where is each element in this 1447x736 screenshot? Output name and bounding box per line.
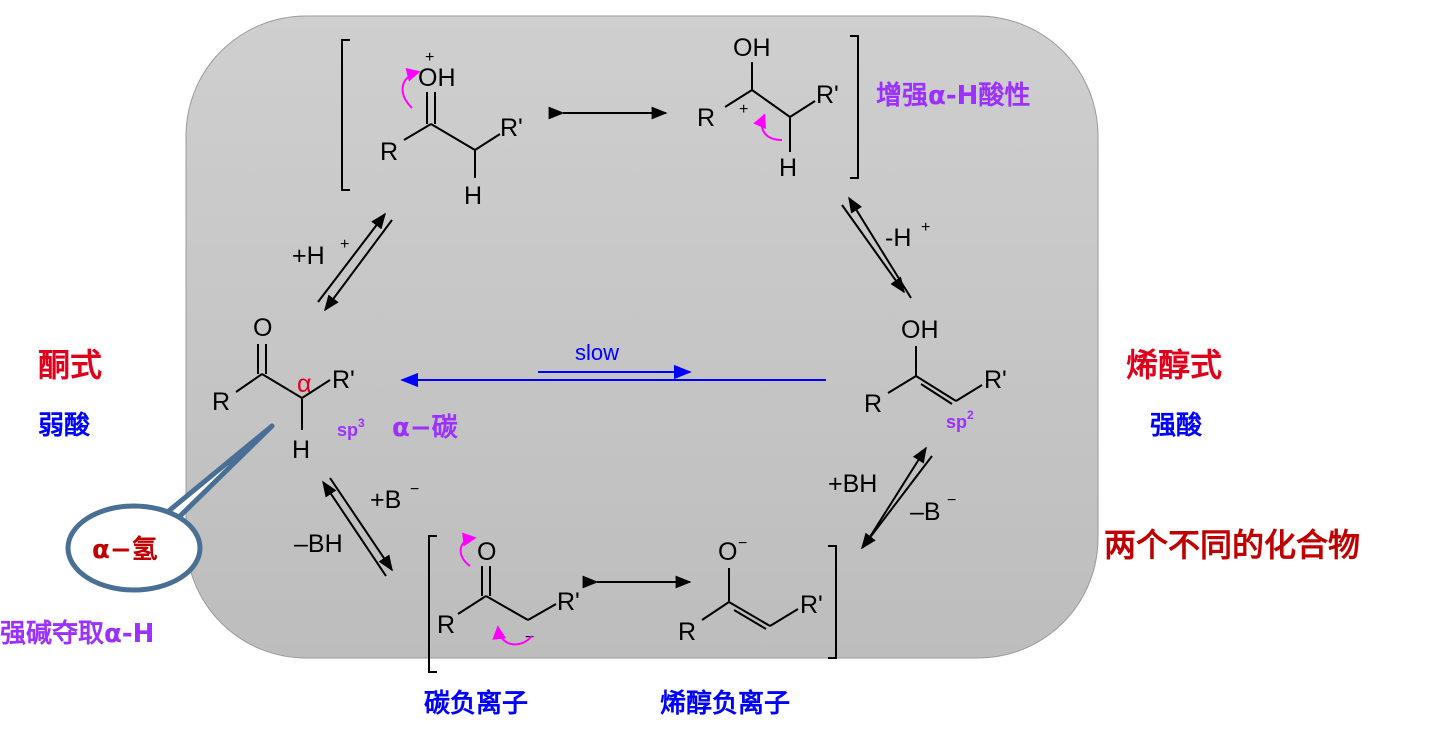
curved-arrow-icon bbox=[401, 67, 421, 109]
slow-label: slow bbox=[575, 340, 619, 365]
svg-text:R': R' bbox=[332, 366, 355, 394]
curved-arrow-icon bbox=[753, 113, 783, 141]
svg-text:R: R bbox=[697, 104, 715, 132]
svg-text:R': R' bbox=[500, 114, 523, 142]
svg-text:O: O bbox=[477, 538, 496, 566]
two-compounds-label: 两个不同的化合物 bbox=[1104, 526, 1360, 564]
curved-arrow-icon bbox=[459, 532, 477, 567]
svg-text:H: H bbox=[779, 154, 797, 182]
svg-text:+: + bbox=[340, 236, 349, 253]
equilibrium-bottom-right: +BH –B − bbox=[828, 446, 956, 550]
svg-text:R: R bbox=[864, 390, 882, 418]
svg-text:H: H bbox=[292, 436, 310, 464]
alpha-hydrogen-label: α−氢 bbox=[92, 534, 158, 565]
svg-text:+: + bbox=[739, 101, 748, 118]
svg-text:R: R bbox=[437, 611, 455, 639]
oxonium-plus: + bbox=[425, 49, 434, 66]
svg-text:–BH: –BH bbox=[294, 530, 343, 558]
equilibrium-bottom-left: +B − –BH bbox=[294, 477, 419, 577]
ketone-form-label: 酮式 bbox=[38, 346, 102, 384]
svg-text:−: − bbox=[410, 481, 419, 498]
svg-text:−: − bbox=[947, 492, 956, 509]
sp2-label: sp2 bbox=[946, 408, 974, 432]
ketone-structure: O R α R' H sp3 α−碳 bbox=[212, 314, 459, 464]
strong-acid-label: 强酸 bbox=[1150, 411, 1203, 441]
sp3-label: sp3 bbox=[337, 416, 365, 440]
alpha-marker: α bbox=[297, 370, 311, 398]
svg-text:O: O bbox=[253, 314, 272, 342]
enol-structure: OH R R' sp2 bbox=[864, 316, 1007, 432]
carbanion-structure: O R R' − bbox=[428, 532, 580, 673]
svg-text:–B: –B bbox=[910, 498, 941, 526]
protonated-ketone: OH + R R' H bbox=[341, 39, 523, 210]
background-panel bbox=[185, 15, 1099, 659]
svg-text:R: R bbox=[678, 618, 696, 646]
svg-text:R': R' bbox=[800, 591, 823, 619]
alpha-hydrogen-callout: α−氢 bbox=[65, 423, 275, 593]
svg-text:+BH: +BH bbox=[828, 470, 877, 498]
enolate-label: 烯醇负离子 bbox=[660, 688, 790, 719]
svg-text:−: − bbox=[738, 535, 747, 552]
svg-text:+: + bbox=[921, 219, 930, 236]
curved-arrow-icon bbox=[492, 625, 533, 646]
strong-base-label: 强碱夺取α-H bbox=[0, 619, 154, 649]
svg-text:O: O bbox=[718, 538, 737, 566]
svg-text:R': R' bbox=[557, 588, 580, 616]
svg-text:OH: OH bbox=[901, 316, 939, 344]
svg-text:+B: +B bbox=[370, 486, 401, 514]
svg-text:R: R bbox=[380, 138, 398, 166]
enhance-acidity-label: 增强α-H酸性 bbox=[876, 80, 1030, 111]
svg-text:R': R' bbox=[984, 366, 1007, 394]
svg-text:H: H bbox=[464, 182, 482, 210]
weak-acid-label: 弱酸 bbox=[38, 411, 91, 441]
carbocation: OH R + R' H bbox=[697, 34, 859, 182]
svg-text:OH: OH bbox=[733, 34, 771, 62]
enol-form-label: 烯醇式 bbox=[1126, 346, 1222, 384]
svg-text:-H: -H bbox=[885, 224, 911, 252]
oxonium-oh-label: OH bbox=[418, 64, 456, 92]
svg-text:R': R' bbox=[816, 81, 839, 109]
svg-text:R: R bbox=[212, 388, 230, 416]
enolate-structure: O − R R' bbox=[678, 535, 837, 659]
svg-text:+H: +H bbox=[292, 242, 325, 270]
alpha-carbon-label: α−碳 bbox=[392, 413, 459, 443]
equilibrium-top-right: -H + bbox=[841, 196, 930, 299]
carbanion-label: 碳负离子 bbox=[424, 688, 528, 719]
equilibrium-top-left: +H + bbox=[292, 212, 393, 312]
